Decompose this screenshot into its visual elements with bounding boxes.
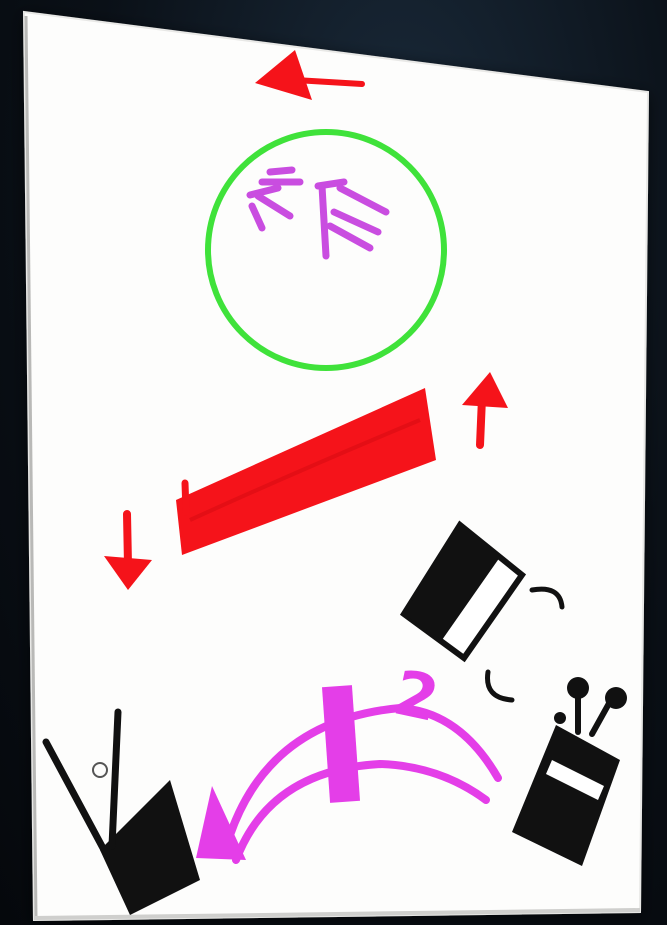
children-drawing-photo: 2 [0, 0, 667, 925]
photo-scene: 2 [0, 0, 667, 925]
